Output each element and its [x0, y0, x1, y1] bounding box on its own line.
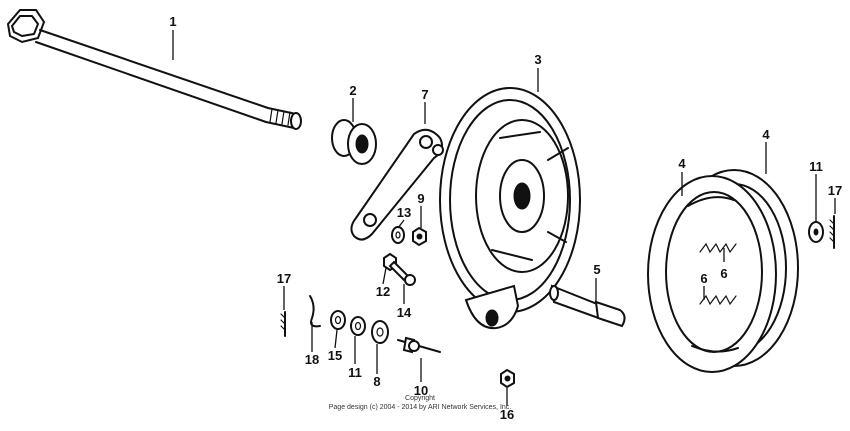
- callout-13: 13: [397, 205, 411, 220]
- callout-16: 16: [500, 407, 514, 422]
- washer-15-part[interactable]: [330, 310, 346, 330]
- nut-9-part[interactable]: [412, 226, 427, 247]
- brake-panel-part[interactable]: [439, 87, 581, 330]
- callouts: 1 2 3 4 4 5 6 6 7 8 9 10 11 11 12 13 14 …: [169, 14, 842, 422]
- brake-shoes-part[interactable]: [647, 169, 799, 373]
- callout-4-left: 4: [678, 156, 686, 171]
- callout-17-left: 17: [277, 271, 291, 286]
- callout-6-upper: 6: [720, 266, 727, 281]
- callout-17-right: 17: [828, 183, 842, 198]
- callout-1: 1: [169, 14, 176, 29]
- cotter-pin-17-left-part[interactable]: [280, 311, 286, 337]
- callout-6-lower: 6: [700, 271, 707, 286]
- washer-11-left-part[interactable]: [350, 316, 366, 336]
- washer-11-right-part[interactable]: [808, 221, 824, 243]
- callout-10: 10: [414, 383, 428, 398]
- copyright-label: Copyright: [405, 395, 435, 402]
- clip-18-part[interactable]: [309, 295, 321, 328]
- callout-8: 8: [373, 374, 380, 389]
- callout-18: 18: [305, 352, 319, 367]
- brake-cam-part[interactable]: [549, 284, 626, 328]
- callout-14: 14: [397, 305, 412, 320]
- nut-16-part[interactable]: [500, 368, 515, 389]
- washer-13-part[interactable]: [391, 226, 405, 244]
- callout-3: 3: [534, 52, 541, 67]
- callout-7: 7: [421, 87, 428, 102]
- nut-8-part[interactable]: [371, 320, 389, 344]
- callout-12: 12: [376, 284, 390, 299]
- bolt-14-part[interactable]: [388, 260, 416, 286]
- axle-part[interactable]: [6, 9, 302, 130]
- collar-part[interactable]: [331, 119, 377, 165]
- callout-15: 15: [328, 348, 342, 363]
- rod-end-10-part[interactable]: [397, 336, 441, 354]
- brake-arm-part[interactable]: [350, 128, 444, 241]
- cotter-pin-17-right-part[interactable]: [829, 215, 835, 249]
- callout-2: 2: [349, 83, 356, 98]
- leader-lines: [172, 30, 836, 406]
- callout-9: 9: [417, 191, 424, 206]
- callout-5: 5: [593, 262, 600, 277]
- callout-11-right: 11: [809, 159, 823, 174]
- springs-part[interactable]: [699, 242, 737, 306]
- copyright-notice: Page design (c) 2004 - 2014 by ARI Netwo…: [329, 404, 512, 411]
- callout-4-right: 4: [762, 127, 770, 142]
- callout-11-left: 11: [348, 365, 362, 380]
